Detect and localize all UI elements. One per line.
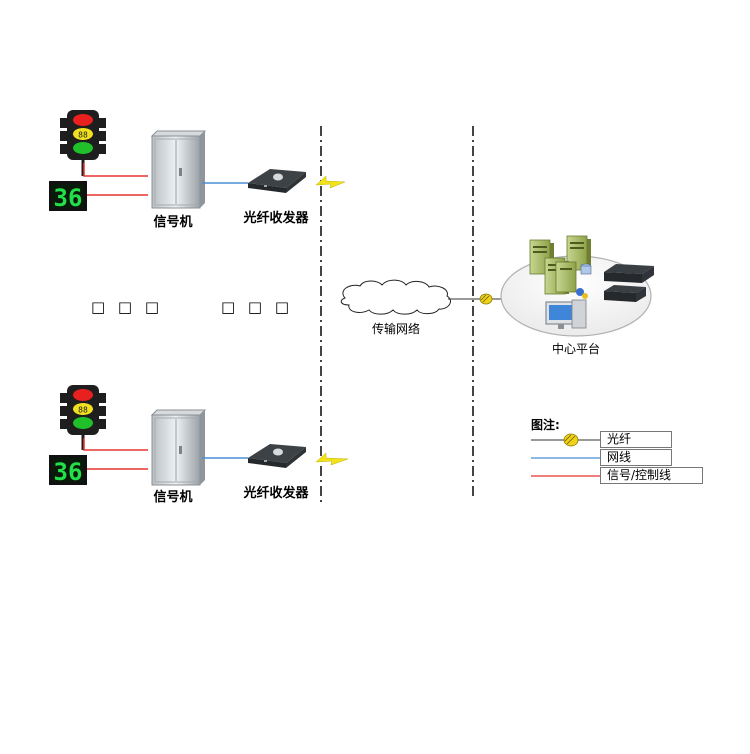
bottom-signal-cabinet-icon — [150, 409, 207, 486]
legend-item-signal: 信号/控制线 — [600, 467, 703, 484]
bottom-transceiver-label: 光纤收发器 — [242, 485, 309, 501]
top-traffic-light-icon: 88 — [60, 110, 106, 176]
legend-signal-label: 信号/控制线 — [607, 468, 672, 482]
network-cloud-icon — [340, 279, 451, 315]
network-label: 传输网络 — [372, 321, 420, 336]
legend-item-fiber: 光纤 — [600, 431, 672, 448]
router-stack-icon — [604, 264, 654, 302]
signal-line — [83, 438, 148, 451]
top-transceiver-label: 光纤收发器 — [242, 210, 309, 226]
fiber-connector-icon — [479, 293, 493, 305]
workstation-monitor-icon — [545, 299, 587, 329]
countdown-digits: 36 — [54, 458, 83, 486]
center-platform-label: 中心平台 — [552, 341, 600, 356]
legend-item-ethernet: 网线 — [600, 449, 672, 466]
legend-title: 图注: — [531, 417, 560, 432]
countdown-digits: 36 — [54, 184, 83, 212]
lightning-icon — [315, 175, 346, 189]
lightning-icon — [315, 452, 349, 466]
bottom-signal-machine-label: 信号机 — [153, 489, 192, 505]
server-cluster-icon — [529, 235, 592, 299]
ellipsis-left: □ □ □ — [91, 298, 163, 316]
top-signal-cabinet-icon — [150, 130, 207, 209]
top-fiber-transceiver-icon — [248, 169, 306, 193]
bottom-fiber-transceiver-icon — [248, 444, 306, 468]
top-signal-machine-label: 信号机 — [153, 214, 192, 230]
top-countdown-display-icon: 36 — [49, 181, 87, 212]
signal-head-digits: 88 — [78, 131, 88, 140]
legend-fiber-connector-icon — [563, 433, 579, 447]
signal-head-digits: 88 — [78, 406, 88, 415]
signal-line — [83, 163, 148, 177]
bottom-traffic-light-icon: 88 — [60, 385, 106, 450]
bottom-countdown-display-icon: 36 — [49, 455, 87, 486]
legend-ethernet-label: 网线 — [607, 450, 632, 464]
ellipsis-right: □ □ □ — [221, 298, 293, 316]
legend-fiber-label: 光纤 — [607, 432, 632, 446]
